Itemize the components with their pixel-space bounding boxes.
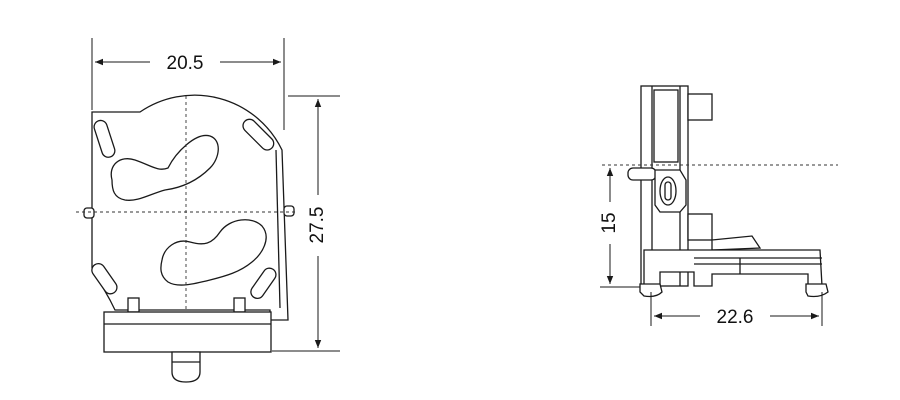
side-pin-left (83, 207, 95, 219)
side-plate-window (653, 89, 679, 163)
lamp-pin-slot-upper (110, 134, 219, 201)
side-depth-label: 22.6 (717, 307, 754, 328)
lamp-pin-slot-lower (160, 219, 267, 286)
mounting-slot-bottom-right (250, 267, 277, 300)
mounting-slot-top-left (93, 119, 116, 158)
side-top-bump (687, 93, 713, 121)
side-ramp (711, 235, 762, 251)
mounting-slot-bottom-left (91, 262, 118, 295)
side-hook-right (805, 283, 829, 298)
side-hook-left (639, 283, 663, 298)
front-bottom-peg (171, 351, 201, 383)
side-view: 15 22.6 (599, 85, 838, 328)
front-inner-edge (275, 149, 281, 309)
front-base-plate (103, 311, 272, 353)
latch-tab-right (233, 297, 246, 313)
latch-tab-left (127, 297, 140, 313)
front-view: 20.5 27.5 (76, 38, 340, 383)
front-height-label: 27.5 (307, 207, 328, 244)
side-pin-right (283, 205, 295, 217)
front-width-label: 20.5 (167, 53, 204, 74)
side-contact-slot (664, 181, 672, 201)
side-height-label: 15 (599, 212, 620, 233)
mounting-slot-top-right (242, 118, 275, 151)
side-mid-bump (687, 213, 713, 241)
side-contact-pin (627, 167, 657, 181)
